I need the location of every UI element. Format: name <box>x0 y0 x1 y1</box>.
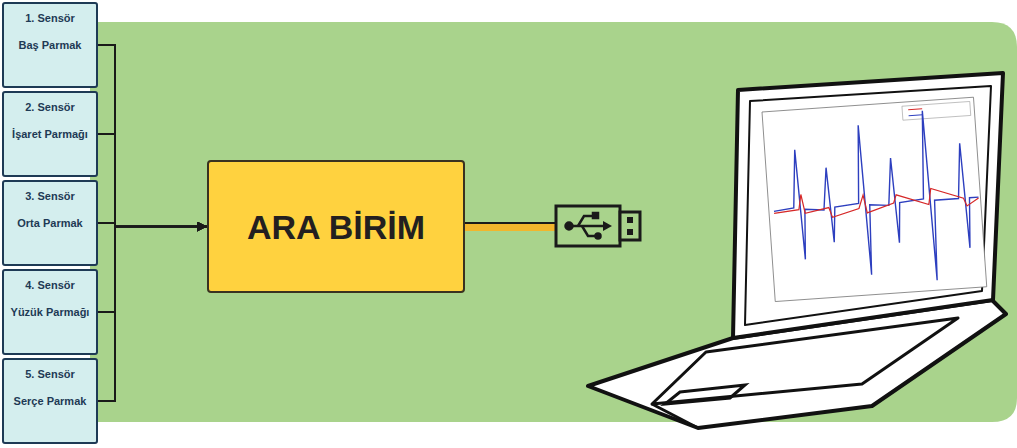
sensor-box: 5. SensörSerçe Parmak <box>2 358 98 444</box>
plot-signal-red <box>773 182 979 221</box>
usb-symbol-branch <box>578 216 594 226</box>
sensor-box: 1. SensörBaş Parmak <box>2 2 98 88</box>
sensor-number: 3. Sensör <box>25 190 75 203</box>
finger-name: Orta Parmak <box>17 217 82 230</box>
sensor-number: 4. Sensör <box>25 279 75 292</box>
laptop-touchpad <box>665 385 745 404</box>
interface-unit-box: ARA BİRİM <box>207 160 465 293</box>
plot-legend-line <box>909 114 923 116</box>
signal-connector <box>98 134 207 227</box>
usb-symbol-head <box>603 221 612 231</box>
sensor-box: 3. SensörOrta Parmak <box>2 180 98 266</box>
laptop-screen <box>733 73 1003 338</box>
plot-frame <box>762 97 987 301</box>
signal-connector <box>98 45 207 227</box>
usb-symbol-square <box>593 213 598 218</box>
usb-symbol-branch <box>582 226 596 236</box>
cable-line <box>465 222 557 224</box>
laptop-keyboard <box>652 318 958 404</box>
usb-plug-tip <box>620 212 640 240</box>
usb-symbol <box>566 213 605 239</box>
unit-label: ARA BİRİM <box>247 207 425 247</box>
cable <box>465 223 557 231</box>
sensor-number: 2. Sensör <box>25 101 75 114</box>
usb-plug-body <box>556 206 620 246</box>
sensor-number: 5. Sensör <box>25 368 75 381</box>
sensor-number: 1. Sensör <box>25 12 75 25</box>
signal-plot <box>762 97 987 301</box>
finger-name: Serçe Parmak <box>14 395 87 408</box>
signal-connector <box>98 227 207 402</box>
finger-name: İşaret Parmağı <box>12 128 88 141</box>
plot-legend-line <box>908 108 922 110</box>
finger-name: Yüzük Parmağı <box>11 306 90 319</box>
usb-tip-hole <box>627 217 633 223</box>
plot-signal-blue <box>768 107 984 291</box>
finger-name: Baş Parmak <box>19 39 82 52</box>
sensor-box: 2. Sensörİşaret Parmağı <box>2 91 98 177</box>
laptop-edge <box>652 404 698 428</box>
usb-tip-hole <box>627 229 633 235</box>
plot-legend-box <box>902 101 971 120</box>
sensor-box: 4. SensörYüzük Parmağı <box>2 269 98 355</box>
usb-symbol-circle <box>596 234 601 239</box>
usb-symbol-stem <box>569 225 604 228</box>
laptop-display <box>745 86 991 325</box>
